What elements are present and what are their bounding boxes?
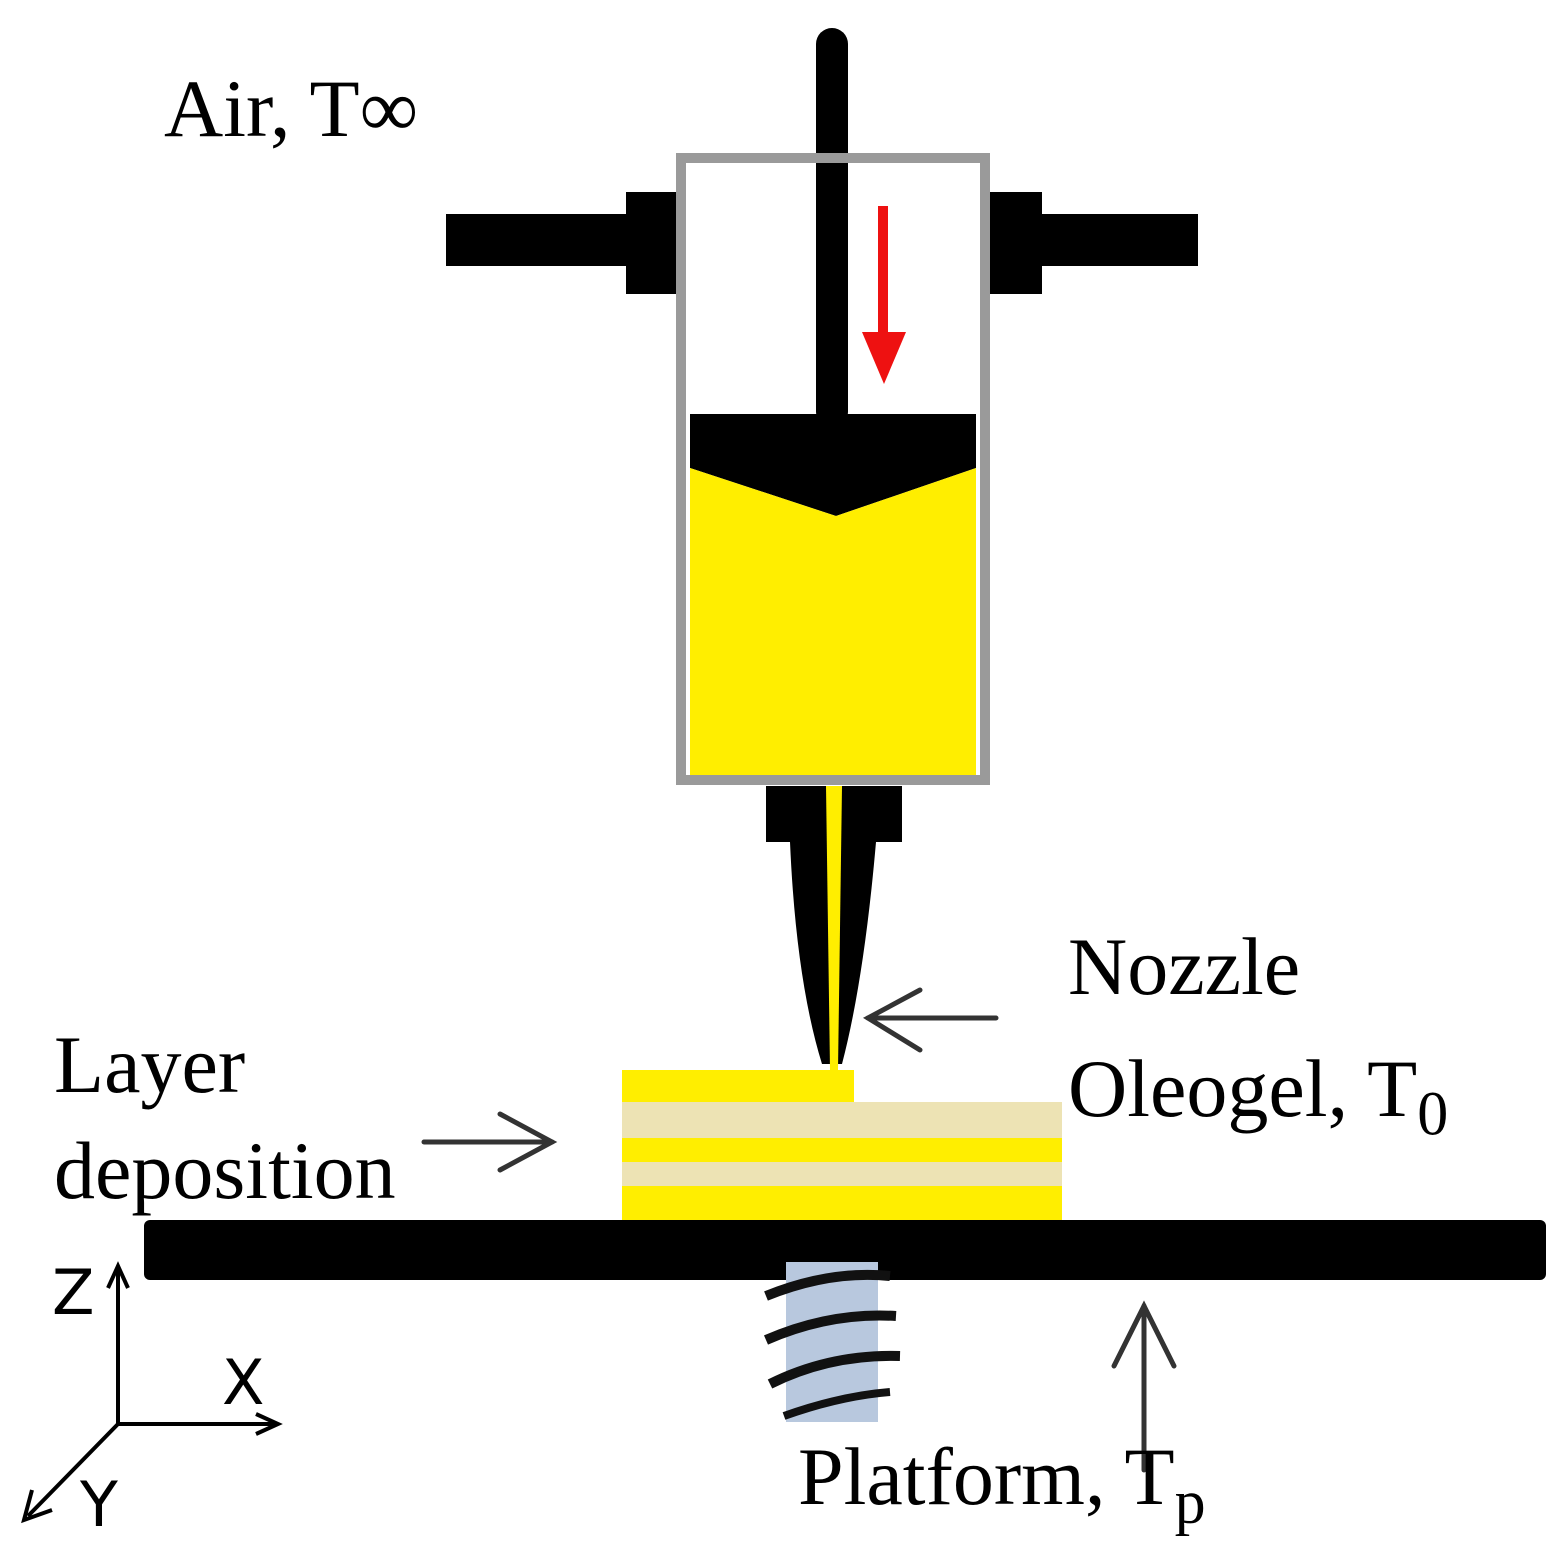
plunger-head — [690, 414, 976, 516]
nozzle-oleogel-stream — [826, 786, 842, 1070]
barrel-oleogel — [690, 468, 976, 776]
syringe-barrel — [676, 153, 990, 785]
platform-screw — [763, 1262, 901, 1422]
air-label: Air, T∞ — [164, 63, 419, 154]
layer-label-line2: deposition — [54, 1125, 396, 1216]
plunger-rod — [816, 28, 848, 428]
layer-label-line1: Layer — [54, 1019, 246, 1110]
platform-label: Platform, Tp — [798, 1431, 1206, 1537]
oleogel-label: Oleogel, T0 — [1068, 1043, 1449, 1149]
infinity-symbol: ∞ — [359, 63, 419, 154]
axis-y-label: Y — [80, 1468, 118, 1541]
nozzle-label: Nozzle — [1068, 921, 1301, 1012]
red-down-arrow-icon — [862, 206, 906, 384]
platform-plate — [144, 1220, 1546, 1280]
syringe-handles — [446, 192, 1198, 294]
oleogel-subscript: 0 — [1417, 1080, 1449, 1149]
deposited-layers — [622, 1070, 1062, 1222]
platform-subscript: p — [1174, 1468, 1206, 1537]
axis-x-label: X — [222, 1346, 265, 1419]
axis-z-label: Z — [52, 1256, 95, 1329]
thin-arrow-icon — [421, 987, 1177, 1473]
coordinate-axes — [21, 1261, 283, 1524]
